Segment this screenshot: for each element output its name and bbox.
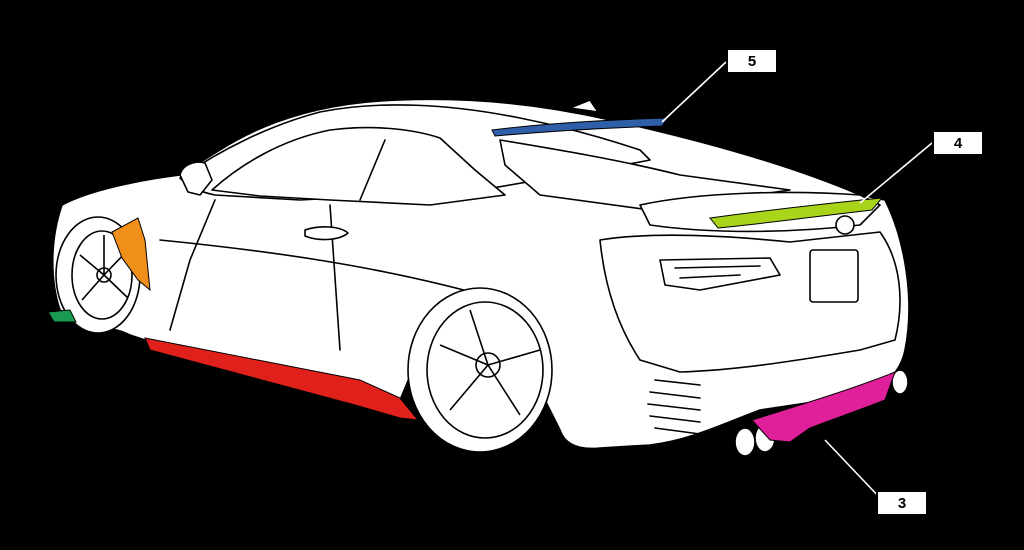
side-window [211, 126, 506, 206]
front-lip-part [47, 309, 77, 323]
door-handle [304, 226, 349, 241]
callout-text-3: 3 [897, 494, 907, 512]
rear-wheel [407, 287, 553, 453]
rear-diffuser-part [751, 371, 896, 443]
callout-3-leader [824, 439, 883, 501]
callout-5-leader [661, 61, 727, 123]
roof-spoiler-part [491, 117, 670, 137]
roof-antenna [569, 99, 599, 113]
callout-label-4: 4 [932, 130, 984, 156]
front-fender-duct-part [111, 217, 151, 292]
callout-4-leader [859, 142, 933, 204]
side-skirt-part [144, 337, 420, 421]
license-plate [809, 249, 859, 303]
rear-badge [835, 215, 855, 235]
callout-label-3: 3 [876, 490, 928, 516]
callout-text-5: 5 [747, 52, 757, 70]
callout-label-5: 5 [726, 48, 778, 74]
side-mirror [179, 161, 213, 196]
callout-text-4: 4 [953, 134, 963, 152]
trunk-spoiler-part [709, 197, 884, 229]
